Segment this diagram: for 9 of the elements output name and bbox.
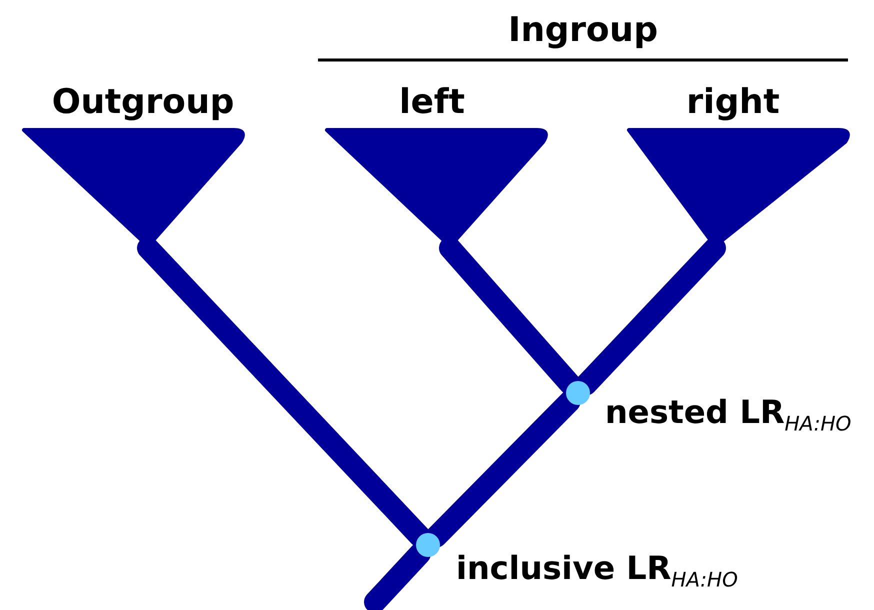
node-label: nested LR$_{HA:HO}$ <box>605 393 852 438</box>
tree-branch <box>364 542 431 610</box>
group-label: Ingroup <box>508 10 658 50</box>
clade-label: left <box>399 82 465 122</box>
clade-label: right <box>686 82 780 122</box>
tree-branch <box>425 390 581 548</box>
node-label: inclusive LR$_{HA:HO}$ <box>456 549 738 594</box>
clade-label: Outgroup <box>52 82 234 122</box>
tree-branch <box>575 237 726 396</box>
